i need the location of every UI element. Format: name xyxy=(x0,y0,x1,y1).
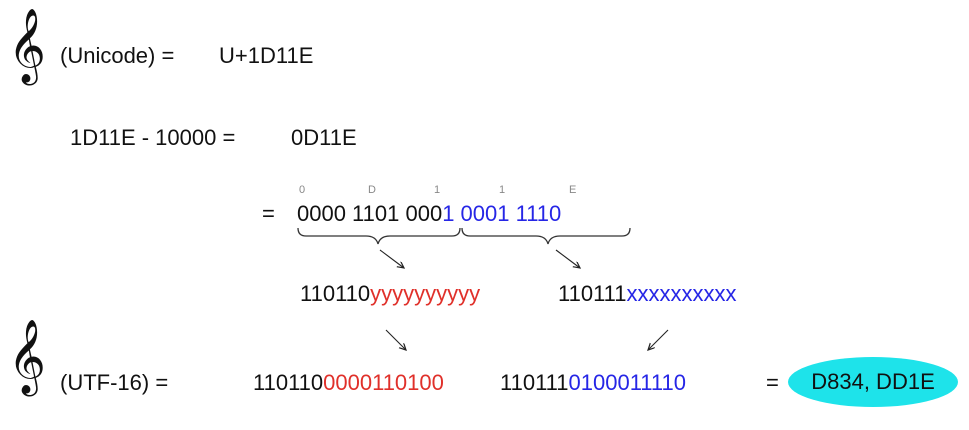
right-brace xyxy=(461,227,631,245)
result-oval: D834, DD1E xyxy=(788,357,958,407)
left-brace xyxy=(297,227,461,245)
arrow-high-result xyxy=(385,329,406,350)
arrow-high-down xyxy=(379,249,404,268)
binary-expansion: 0000 1101 0001 0001 1110 xyxy=(297,201,561,227)
treble-clef-icon: 𝄞 xyxy=(8,320,46,394)
utf16-label: (UTF-16) = xyxy=(60,370,169,395)
arrow-low-result xyxy=(648,329,669,350)
hex-hint: 0 xyxy=(299,184,306,196)
binary-high-bits: 0000 1101 000 xyxy=(297,201,443,226)
high-surrogate-pattern: yyyyyyyyyy xyxy=(370,281,481,306)
utf16-low-bits: 0100011110 xyxy=(568,370,686,395)
utf16-high-bits: 0000110100 xyxy=(323,370,444,395)
utf16-high-surrogate: 1101100000110100 xyxy=(253,370,444,396)
subtraction-result: 0D11E xyxy=(291,125,357,150)
low-surrogate-template: 110111xxxxxxxxxx xyxy=(558,281,737,307)
utf16-low-surrogate: 1101110100011110 xyxy=(500,370,686,396)
hex-hint: E xyxy=(569,184,577,196)
utf16-high-prefix: 110110 xyxy=(253,370,324,395)
treble-clef-icon: 𝄞 xyxy=(8,9,46,83)
low-surrogate-pattern: xxxxxxxxxx xyxy=(626,281,737,306)
low-surrogate-prefix: 110111 xyxy=(558,281,627,306)
binary-equals: = xyxy=(262,201,275,226)
hex-hint: 1 xyxy=(499,184,506,196)
binary-low-bits: 1 0001 1110 xyxy=(442,201,562,226)
hex-hint: 1 xyxy=(434,184,441,196)
unicode-label: (Unicode) = xyxy=(60,43,175,68)
result-equals: = xyxy=(766,370,779,395)
subtraction-expression: 1D11E - 10000 = xyxy=(70,125,236,150)
utf16-low-prefix: 110111 xyxy=(500,370,569,395)
high-surrogate-template: 110110yyyyyyyyyy xyxy=(300,281,480,307)
hex-hint: D xyxy=(368,184,376,196)
utf16-result: D834, DD1E xyxy=(811,369,935,394)
arrow-low-down xyxy=(555,249,580,268)
high-surrogate-prefix: 110110 xyxy=(300,281,371,306)
unicode-codepoint: U+1D11E xyxy=(219,43,314,68)
